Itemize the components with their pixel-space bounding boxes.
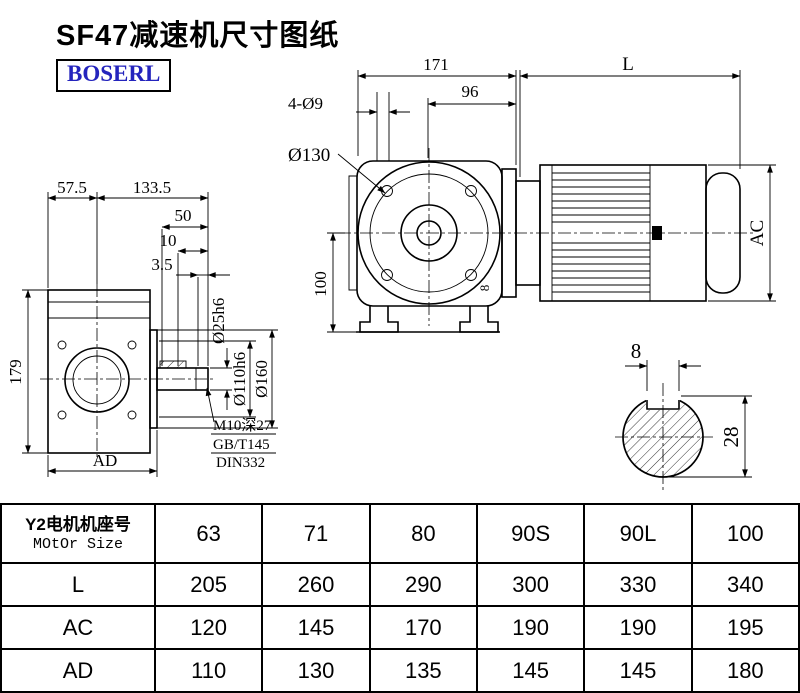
value-cell: 340	[690, 562, 800, 607]
value-cell: 300	[475, 562, 586, 607]
brand-logo: BOSERL	[56, 59, 172, 92]
column-header: 71	[261, 503, 371, 564]
dim-3-5: 3.5	[151, 255, 172, 274]
value-cell: 290	[368, 562, 478, 607]
value-cell: 145	[475, 648, 586, 693]
value-cell: 260	[261, 562, 371, 607]
value-cell: 190	[583, 605, 693, 650]
value-cell: 190	[475, 605, 586, 650]
dim-L: L	[622, 54, 634, 75]
dim-10: 10	[160, 231, 177, 250]
table-header-row: Y2电机机座号 MOtOr Size 63 71 80 90S 90L 100	[0, 503, 800, 564]
front-view-dimensions: 171 96 4-Ø9 Ø130 100 8	[288, 55, 517, 333]
row-label: AD	[0, 648, 156, 693]
value-cell: 205	[153, 562, 264, 607]
dim-flange-od: Ø160	[252, 360, 271, 398]
dim-57-5: 57.5	[57, 178, 87, 197]
dim-100: 100	[311, 271, 330, 297]
column-header: 90L	[583, 503, 693, 564]
bolt-hole	[465, 269, 477, 281]
dim-shaft-8: 8	[477, 285, 492, 292]
dim-AC: AC	[747, 220, 768, 246]
flange-front-view	[348, 148, 503, 333]
nameplate-detail	[652, 226, 662, 240]
value-cell: 135	[368, 648, 478, 693]
note-std1: GB/T145	[213, 437, 270, 453]
row-label: L	[0, 562, 156, 607]
motor-size-header-cell: Y2电机机座号 MOtOr Size	[0, 503, 156, 564]
technical-drawing: 171 96 4-Ø9 Ø130 100 8 L AC	[6, 54, 776, 492]
table-row-AC: AC 120 145 170 190 190 195	[0, 605, 800, 650]
gearbox-side-view	[40, 284, 216, 460]
value-cell: 120	[153, 605, 264, 650]
value-cell: 330	[583, 562, 693, 607]
dim-key-width: 8	[631, 339, 642, 363]
shaft-key	[159, 360, 187, 369]
value-cell: 145	[261, 605, 371, 650]
spec-table: Y2电机机座号 MOtOr Size 63 71 80 90S 90L 100 …	[0, 503, 800, 693]
motor-size-header-cn: Y2电机机座号	[25, 514, 131, 534]
value-cell: 195	[690, 605, 800, 650]
column-header: 100	[690, 503, 800, 564]
bolt-hole	[465, 185, 477, 197]
column-header: 63	[153, 503, 264, 564]
dim-28: 28	[719, 427, 743, 448]
note-tap: M10深27	[213, 417, 272, 434]
bolt-hole	[381, 269, 393, 281]
value-cell: 130	[261, 648, 371, 693]
dim-133-5: 133.5	[133, 178, 171, 197]
motor-size-header-en: MOtOr Size	[32, 536, 123, 554]
value-cell: 110	[153, 648, 264, 693]
dim-171: 171	[423, 55, 449, 74]
side-view-dimensions: 57.5 133.5 50 10 3.5 179 AD Ø25h6 Ø110h6…	[6, 178, 278, 477]
column-header: 80	[368, 503, 478, 564]
motor-end-bell	[705, 172, 741, 294]
shaft-cross-section: 8 28	[615, 339, 752, 492]
value-cell: 145	[583, 648, 693, 693]
dim-96: 96	[462, 82, 479, 101]
value-cell: 170	[368, 605, 478, 650]
dim-50: 50	[175, 206, 192, 225]
page-title: SF47减速机尺寸图纸	[56, 20, 340, 52]
column-header: 90S	[475, 503, 586, 564]
motor-side-view	[501, 164, 741, 302]
dim-179: 179	[6, 359, 25, 385]
dim-shaft-dia: Ø25h6	[209, 298, 228, 344]
value-cell: 180	[690, 648, 800, 693]
dim-holes: 4-Ø9	[288, 94, 323, 113]
dim-flange-dia: Ø130	[288, 145, 330, 166]
table-row-AD: AD 110 130 135 145 145 180	[0, 648, 800, 693]
dim-AD: AD	[93, 451, 118, 470]
table-row-L: L 205 260 290 300 330 340	[0, 562, 800, 607]
cooling-fins	[552, 172, 650, 293]
note-std2: DIN332	[216, 455, 265, 471]
row-label: AC	[0, 605, 156, 650]
dim-spigot-dia: Ø110h6	[230, 352, 249, 406]
motor-dimensions: L AC	[519, 54, 776, 302]
